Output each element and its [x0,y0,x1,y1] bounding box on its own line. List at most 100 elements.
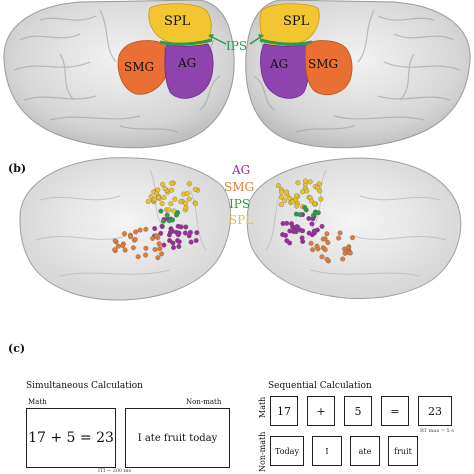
panel-b-label: (b) [8,162,26,175]
electrode-dot [183,200,188,206]
electrode-dot [169,187,175,193]
electrode-dot [150,235,156,241]
electrode-dot [161,195,167,200]
electrode-dot [287,240,293,246]
electrode-dot [325,240,331,246]
right-ag-label: AG [269,57,288,71]
electrode-dot [315,246,321,252]
seq-math-cell-2-text: + [316,404,326,418]
seq-math-cell-5-text: 23 [428,404,442,418]
electrode-dot [350,235,355,241]
electrode-dot [278,194,284,200]
seq-nonmath-cell-2: I [312,436,342,466]
left-glass-gyri [35,169,207,277]
simultaneous-nonmath-box: I ate fruit today [125,408,230,468]
electrode-dot [280,221,286,226]
ips-arrow-left [209,35,227,45]
electrode-dot [166,218,172,224]
seq-nonmath-cell-3-text: ate [358,446,372,456]
electrode-dot [324,256,330,262]
electrode-dot [130,245,136,251]
seq-nonmath-cell-3: ate [350,436,380,466]
electrode-dot [170,240,176,246]
electrode-dot [169,180,175,186]
electrode-dot [311,228,317,234]
electrode-dot [158,208,164,214]
right-glass-gyri [265,169,447,277]
sequential-title: Sequential Calculation [268,381,372,391]
electrode-dot [159,251,165,257]
electrode-dot [295,224,301,230]
electrode-dot [284,189,290,195]
electrode-dot [193,238,199,243]
legend-ag: AG [231,163,250,177]
electrode-dot [295,180,301,186]
electrode-dot [300,189,306,195]
legend-ips: IPS [229,197,250,211]
electrode-dot [278,202,284,207]
electrode-dot [302,205,308,210]
electrode-dot [304,188,310,194]
right-gyri [253,9,461,133]
electrode-dot [156,241,162,247]
simultaneous-math-box: 17 + 5 = 23 [26,408,116,468]
electrode-dot [183,205,189,211]
electrode-dot [186,233,192,239]
electrode-dot [133,229,139,235]
electrode-dot [171,245,176,251]
electrode-dot [310,247,316,253]
electrode-dot [159,201,165,207]
electrode-dot [152,226,158,232]
electrode-dot [168,226,174,232]
electrode-dot [178,199,184,205]
electrode-dot [161,242,167,248]
panel-c-label: (c) [8,342,25,355]
seq-math-cell-4-text: = [390,404,400,418]
panel-a: SPL SMG AG SPL AG SMG IPS [3,0,471,149]
right-glass-brain [246,157,462,300]
seq-math-cell-3-text: 5 [354,404,362,418]
electrode-dot [309,198,315,204]
seq-nonmath-cell-1-text: Today [275,446,299,456]
electrode-dot [287,228,293,234]
electrode-dot [152,247,158,252]
sequential-rt-note: RT max = 5 s [420,428,454,434]
electrode-dot [320,236,326,242]
electrode-dot [194,230,200,236]
ips-label: IPS [226,39,247,53]
ips-arrowhead-left [208,34,214,39]
electrode-dot [159,223,165,229]
legend-smg: SMG [224,180,254,194]
left-glass-brain [19,157,232,301]
simultaneous-title: Simultaneous Calculation [26,381,143,391]
electrode-dot [156,194,162,200]
electrode-dot [340,256,346,262]
electrode-dot [174,212,179,218]
left-ips-line [159,38,213,46]
electrode-dot [317,188,323,194]
seq-nonmath-cell-2-text: I [325,446,329,456]
electrode-dot [160,181,165,187]
electrode-dot [155,255,161,261]
electrode-dot [135,254,141,260]
electrode-dot [336,235,342,241]
electrode-dot [137,227,143,233]
electrode-dot [175,223,181,229]
seq-math-cell-4: = [381,396,409,426]
simultaneous-math-text: 17 + 5 = 23 [28,430,114,446]
left-ag-label: AG [177,56,196,70]
electrode-dot [164,212,170,218]
electrode-dot [122,247,128,253]
electrode-dot [319,223,325,229]
right-smg-label: SMG [308,57,338,71]
electrode-dot [167,238,173,244]
electrode-dot [193,200,199,206]
electrode-dot [324,231,330,237]
electrode-dot [289,199,295,205]
simultaneous-math-label: Math [28,398,47,406]
electrode-dot [283,232,289,238]
electrode-dot [322,247,328,253]
electrode-dot [293,211,299,217]
electrode-dot [112,247,118,253]
